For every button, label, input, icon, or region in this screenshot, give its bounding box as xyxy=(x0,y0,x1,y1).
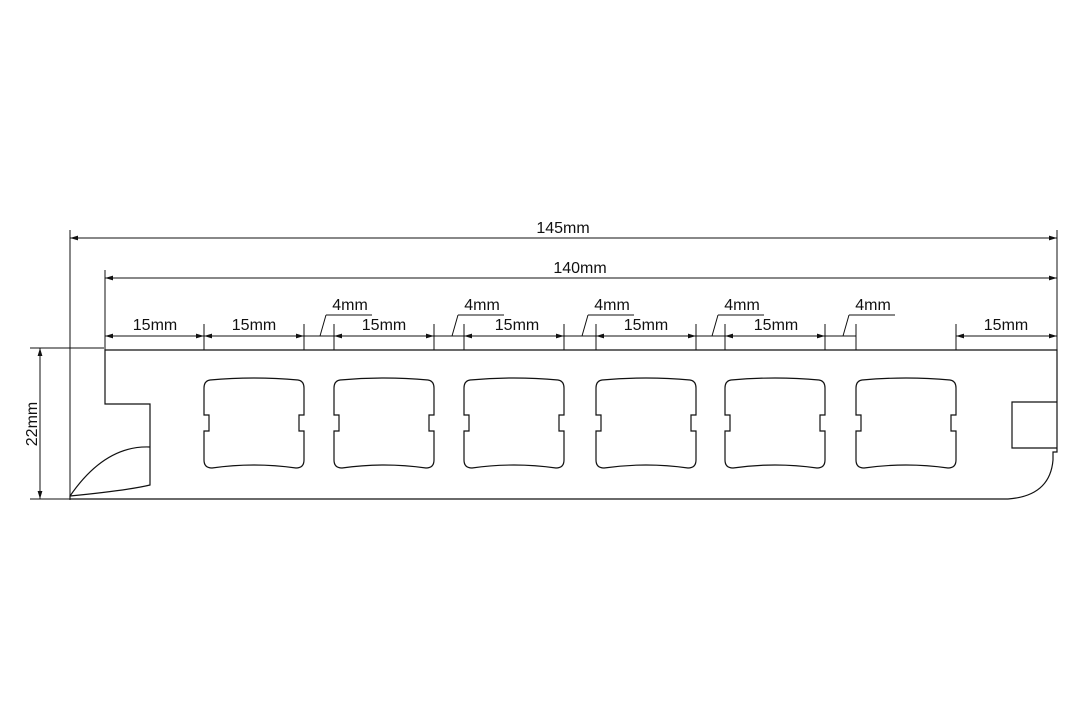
rib-label: 4mm xyxy=(464,297,500,314)
height-label: 22mm xyxy=(24,402,41,446)
segment-label: 15mm xyxy=(754,317,798,334)
rib-leader xyxy=(451,314,459,337)
hollow-chamber xyxy=(463,377,565,469)
rib-leader xyxy=(319,314,327,337)
hollow-chamber xyxy=(203,377,305,469)
segment-label: 15mm xyxy=(624,317,668,334)
hollow-chamber xyxy=(724,377,826,469)
rib-label: 4mm xyxy=(594,297,630,314)
left-tongue-curve xyxy=(69,446,151,497)
overall-width-label: 145mm xyxy=(536,220,589,237)
segment-label: 15mm xyxy=(984,317,1028,334)
rib-leader xyxy=(581,314,589,337)
hollow-chamber xyxy=(595,377,697,469)
hollow-chamber xyxy=(855,377,957,469)
hollow-chamber xyxy=(333,377,435,469)
segment-label: 15mm xyxy=(495,317,539,334)
segment-label: 15mm xyxy=(232,317,276,334)
inner-width-label: 140mm xyxy=(553,260,606,277)
rib-leader xyxy=(711,314,719,337)
segment-dimensions: 15mm 15mm 15mm 15mm 15mm 15mm 15mm xyxy=(104,317,1058,350)
rib-label: 4mm xyxy=(332,297,368,314)
rib-label: 4mm xyxy=(855,297,891,314)
rib-leader xyxy=(842,314,850,337)
hollow-chambers xyxy=(203,377,957,469)
rib-label: 4mm xyxy=(724,297,760,314)
board-profile-outline xyxy=(69,349,1058,500)
right-groove xyxy=(1011,401,1057,449)
segment-label: 15mm xyxy=(133,317,177,334)
segment-label: 15mm xyxy=(362,317,406,334)
rib-dimensions: 4mm 4mm 4mm 4mm 4mm xyxy=(319,297,895,337)
